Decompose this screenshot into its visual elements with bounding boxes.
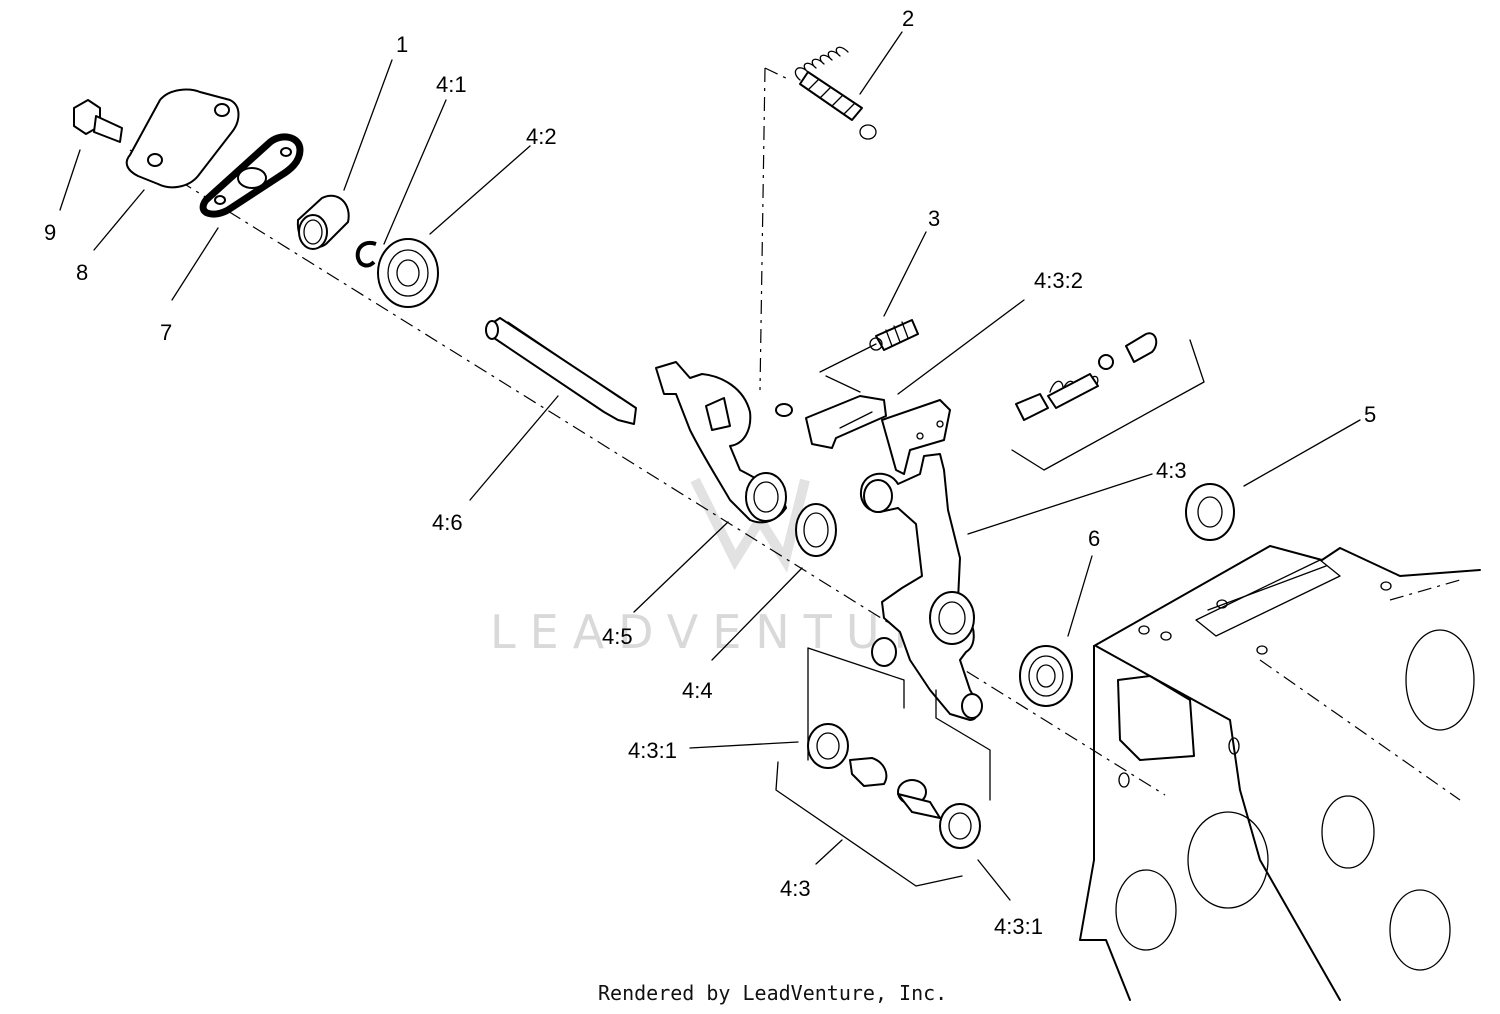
part-4-5-lever xyxy=(655,361,787,524)
callout-6: 6 xyxy=(1088,526,1100,551)
callout-4-3-lower: 4:3 xyxy=(780,876,811,901)
part-4-3-1-bushings xyxy=(807,723,981,849)
callout-4-6: 4:6 xyxy=(432,510,463,535)
callout-4-1: 4:1 xyxy=(436,72,467,97)
part-7-gasket xyxy=(199,133,304,218)
callout-8: 8 xyxy=(76,260,88,285)
callout-2: 2 xyxy=(902,6,914,31)
callout-labels: 1 2 3 4:1 4:2 4:3:2 4:3 4:6 4:5 4:4 4:3:… xyxy=(44,6,1376,939)
callout-4-5: 4:5 xyxy=(602,624,633,649)
part-1-bushing xyxy=(296,194,350,250)
callout-4-4: 4:4 xyxy=(682,678,713,703)
part-4-6-shaft xyxy=(485,317,637,425)
callout-4-3-1-right: 4:3:1 xyxy=(994,914,1043,939)
part-4-3-2-bracket xyxy=(775,395,951,475)
callout-4-2: 4:2 xyxy=(526,124,557,149)
callout-1: 1 xyxy=(396,32,408,57)
part-3-spring xyxy=(819,319,919,393)
callout-4-3-upper: 4:3 xyxy=(1156,458,1187,483)
assembly-axis xyxy=(129,67,1166,796)
part-4-2-bearing xyxy=(377,238,439,308)
callout-4-3-1-left: 4:3:1 xyxy=(628,738,677,763)
leader-lines xyxy=(59,31,1361,901)
callout-9: 9 xyxy=(44,220,56,245)
part-4-1-snap-ring xyxy=(355,241,377,268)
part-2-spring xyxy=(794,46,877,140)
part-4-4-washer xyxy=(795,503,837,557)
part-4-3-detent-assembly xyxy=(1011,332,1205,471)
render-credit: Rendered by LeadVenture, Inc. xyxy=(598,981,947,1005)
callout-3: 3 xyxy=(928,206,940,231)
engine-block-housing xyxy=(1079,545,1481,1001)
callout-5: 5 xyxy=(1364,402,1376,427)
callout-7: 7 xyxy=(160,320,172,345)
part-6-bearing xyxy=(1019,645,1073,707)
part-5-seal xyxy=(1185,483,1235,541)
part-9-bolt xyxy=(73,99,123,143)
callout-4-3-2: 4:3:2 xyxy=(1034,268,1083,293)
part-8-cover-plate xyxy=(125,88,240,189)
part-4-3-governor-lever xyxy=(807,453,991,801)
